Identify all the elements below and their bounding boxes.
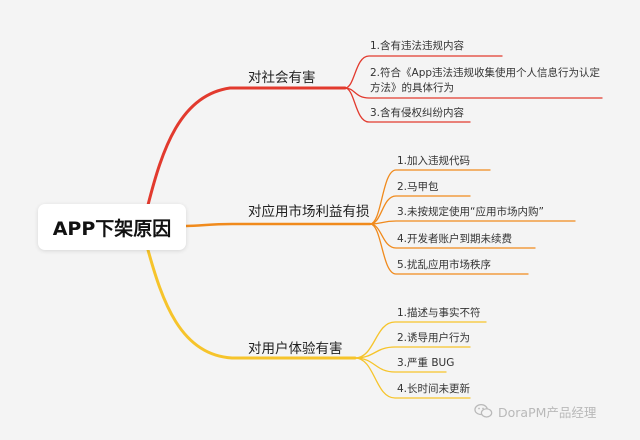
connector-society-3: [344, 87, 471, 123]
connector-root-user: [146, 248, 357, 360]
watermark: DoraPM产品经理: [474, 401, 596, 421]
leaf-market-3: 3.未按规定使用“应用市场内购”: [397, 206, 544, 218]
connector-market-2: [369, 195, 471, 225]
leaf-user-3: 3.严重 BUG: [397, 357, 455, 369]
branch-label-user: 对用户体验有害: [248, 341, 343, 357]
connector-user-1: [354, 321, 487, 359]
connector-root-market: [184, 222, 372, 228]
root-node: APP下架原因: [38, 204, 186, 250]
connector-society-1: [344, 55, 503, 89]
root-title: APP下架原因: [52, 217, 172, 240]
connector-user-4: [354, 357, 471, 399]
leaf-market-2: 2.马甲包: [397, 181, 439, 193]
branch-label-market: 对应用市场利益有损: [248, 204, 370, 220]
connector-market-1: [369, 169, 491, 225]
leaf-society-1: 1.含有违法违规内容: [370, 40, 465, 52]
connector-user-2: [354, 346, 471, 359]
branch-label-society: 对社会有害: [248, 70, 316, 86]
watermark-text: DoraPM产品经理: [498, 404, 597, 420]
leaf-market-5: 5.扰乱应用市场秩序: [397, 259, 492, 271]
leaf-user-1: 1.描述与事实不符: [397, 307, 481, 319]
connector-market-5: [369, 223, 529, 275]
leaf-user-4: 4.长时间未更新: [397, 383, 471, 395]
connector-market-3: [369, 220, 576, 225]
wechat-icon: [474, 404, 493, 418]
leaf-market-1: 1.加入违规代码: [397, 155, 471, 167]
leaf-market-4: 4.开发者账户到期未续费: [397, 233, 513, 245]
leaf-user-2: 2.诱导用户行为: [397, 332, 471, 344]
connector-root-society: [146, 86, 347, 207]
leaf-society-2: 2.符合《App违法违规收集使用个人信息行为认定方法》的具体行为: [370, 67, 601, 94]
leaf-society-3: 3.含有侵权纠纷内容: [370, 107, 465, 119]
